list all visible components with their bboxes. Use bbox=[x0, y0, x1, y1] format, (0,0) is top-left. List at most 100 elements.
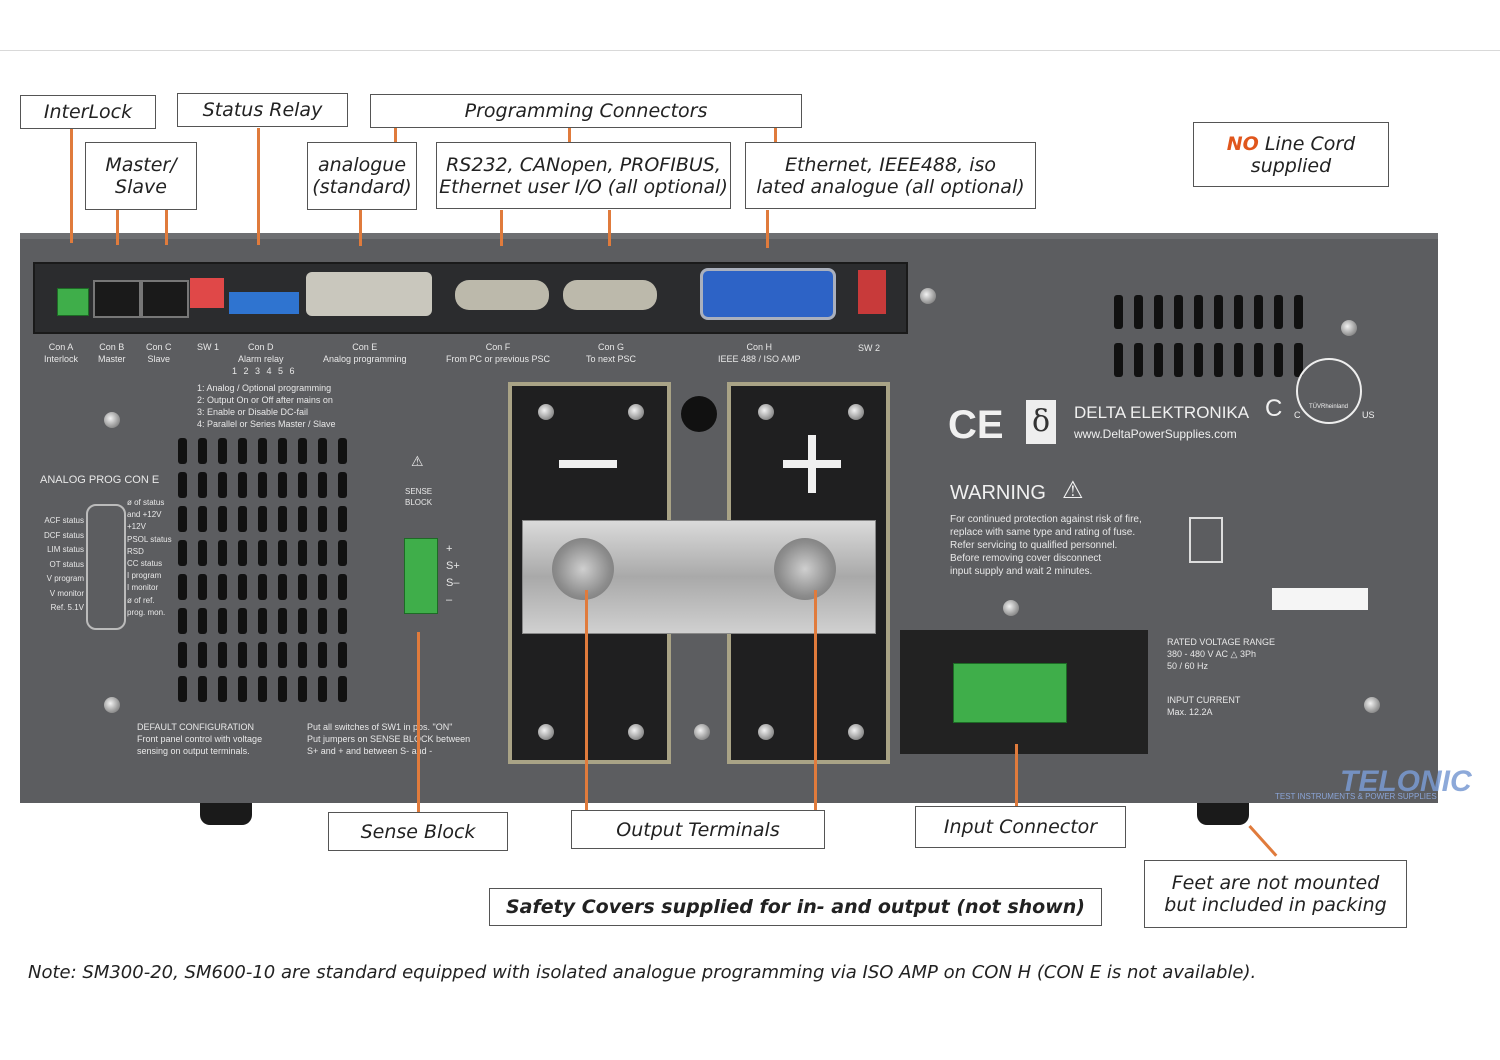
con-h-connector bbox=[700, 268, 836, 320]
vent-slot bbox=[238, 608, 247, 634]
fuse-holder bbox=[681, 396, 717, 432]
callout-programming-connectors: Programming Connectors bbox=[370, 94, 802, 128]
con-e-label: Con E Analog programming bbox=[323, 342, 407, 364]
vent-slot bbox=[318, 506, 327, 532]
vent-slot bbox=[278, 506, 287, 532]
vent-slot bbox=[258, 608, 267, 634]
vent-slot bbox=[338, 676, 347, 702]
vent-slot bbox=[218, 676, 227, 702]
leader-con-g bbox=[608, 210, 611, 246]
vent-slot bbox=[178, 642, 187, 668]
plus-icon bbox=[808, 435, 816, 493]
vent-slot bbox=[1234, 343, 1243, 377]
vent-slot bbox=[258, 676, 267, 702]
vent-slot bbox=[258, 540, 267, 566]
weee-icon bbox=[1189, 517, 1223, 563]
sw2-label: SW 2 bbox=[858, 343, 881, 353]
vent-slot bbox=[1174, 343, 1183, 377]
screw bbox=[848, 724, 864, 740]
callout-status-relay: Status Relay bbox=[177, 93, 348, 127]
warning-icon: ⚠ bbox=[1062, 477, 1084, 504]
vent-slot bbox=[238, 506, 247, 532]
vent-slot bbox=[258, 438, 267, 464]
c-mark: C bbox=[1265, 395, 1283, 422]
sw1-label: SW 1 bbox=[197, 342, 220, 352]
negative-bolt bbox=[552, 538, 614, 600]
vent-slot bbox=[338, 608, 347, 634]
sw2-switch bbox=[858, 270, 886, 314]
vent-slot bbox=[218, 540, 227, 566]
vent-slot bbox=[238, 438, 247, 464]
leader-con-h bbox=[766, 210, 769, 248]
vent-slot bbox=[278, 472, 287, 498]
default-config: DEFAULT CONFIGURATION Front panel contro… bbox=[137, 722, 263, 756]
c-label: C bbox=[1294, 410, 1301, 420]
vent-slot bbox=[178, 540, 187, 566]
con-d-pins: 1 2 3 4 5 6 bbox=[232, 366, 297, 376]
vent-slot bbox=[298, 540, 307, 566]
vent-slot bbox=[1234, 295, 1243, 329]
leader-input bbox=[1015, 744, 1018, 808]
con-b-label: Con B Master bbox=[98, 342, 126, 364]
vent-slot bbox=[338, 472, 347, 498]
screw bbox=[538, 404, 554, 420]
leader-output-pos bbox=[814, 590, 817, 812]
callout-master-slave: Master/ Slave bbox=[85, 142, 197, 210]
con-g-label: Con G To next PSC bbox=[586, 342, 637, 364]
callout-safety-covers: Safety Covers supplied for in- and outpu… bbox=[489, 888, 1102, 926]
callout-sense-block: Sense Block bbox=[328, 812, 508, 851]
screw bbox=[104, 412, 120, 428]
con-a-label: Con A Interlock bbox=[44, 342, 79, 364]
vent-slot bbox=[338, 540, 347, 566]
con-e-connector bbox=[306, 272, 432, 316]
sense-warning-icon: ⚠ bbox=[411, 453, 424, 469]
vent-slot bbox=[318, 472, 327, 498]
vent-slot bbox=[1254, 295, 1263, 329]
vent-slot bbox=[178, 676, 187, 702]
vent-slot bbox=[178, 574, 187, 600]
telonic-tagline: TEST INSTRUMENTS & POWER SUPPLIES bbox=[1275, 792, 1437, 801]
screw bbox=[758, 404, 774, 420]
leader-sense-block bbox=[417, 632, 420, 814]
vent-slot bbox=[258, 506, 267, 532]
vent-slot bbox=[1214, 343, 1223, 377]
callout-output-terminals: Output Terminals bbox=[571, 810, 825, 849]
vent-slot bbox=[298, 574, 307, 600]
vent-slot bbox=[318, 574, 327, 600]
vent-slot bbox=[1174, 295, 1183, 329]
con-f-label: Con F From PC or previous PSC bbox=[446, 342, 551, 364]
screw bbox=[104, 697, 120, 713]
vent-slot bbox=[298, 676, 307, 702]
vent-slot bbox=[318, 540, 327, 566]
ce-mark: CE bbox=[948, 403, 1004, 447]
vent-slot bbox=[218, 608, 227, 634]
con-h-label: Con H IEEE 488 / ISO AMP bbox=[718, 342, 801, 364]
warning-text: For continued protection against risk of… bbox=[950, 514, 1142, 577]
vent-slot bbox=[1114, 295, 1123, 329]
leader-prog-3 bbox=[774, 128, 777, 142]
screw bbox=[628, 724, 644, 740]
vent-slot bbox=[218, 472, 227, 498]
vent-slot bbox=[198, 540, 207, 566]
vent-slot bbox=[198, 438, 207, 464]
sw1-switch bbox=[190, 278, 224, 308]
screw bbox=[628, 404, 644, 420]
rated-voltage: RATED VOLTAGE RANGE 380 - 480 V AC △ 3Ph… bbox=[1167, 637, 1276, 671]
telonic-logo: TELONIC bbox=[1340, 765, 1472, 798]
vent-slot bbox=[1254, 343, 1263, 377]
us-label: US bbox=[1362, 410, 1375, 420]
vent-slot bbox=[238, 574, 247, 600]
screw bbox=[694, 724, 710, 740]
vent-slot bbox=[1294, 343, 1303, 377]
callout-ethernet: Ethernet, IEEE488, iso lated analogue (a… bbox=[745, 142, 1036, 209]
con-d-connector bbox=[229, 292, 299, 314]
vent-slot bbox=[178, 472, 187, 498]
vent-slot bbox=[198, 472, 207, 498]
vent-slot bbox=[198, 574, 207, 600]
vent-slot bbox=[278, 608, 287, 634]
vent-slot bbox=[258, 574, 267, 600]
top-rule bbox=[0, 50, 1500, 51]
vent-slot bbox=[318, 642, 327, 668]
vent-slot bbox=[298, 642, 307, 668]
leader-slave bbox=[165, 209, 168, 245]
